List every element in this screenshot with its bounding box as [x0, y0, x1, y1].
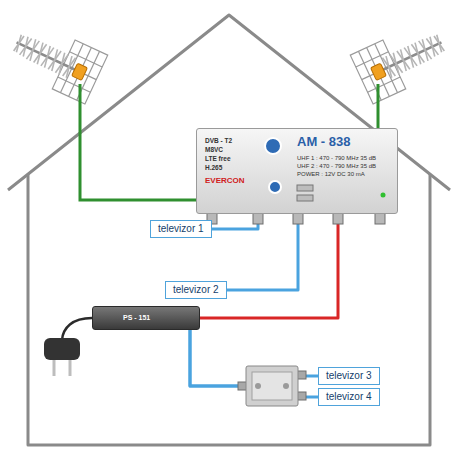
node-label: televizor 3: [326, 370, 372, 381]
power-cable: [62, 318, 92, 340]
tv-label: televizor 1: [150, 220, 212, 238]
power-plug: [44, 338, 80, 360]
device-label: UHF 2 : 470 - 790 MHz 35 dB: [297, 163, 376, 170]
device-label: EVERCON: [205, 177, 245, 186]
device-label: DVB - T2: [205, 137, 232, 144]
device-label: LTE free: [205, 155, 231, 162]
amplifier-box: DVB - T2 M8VC LTE freeH.265EVERCON AM - 838…: [196, 128, 398, 214]
house-outline: [8, 15, 450, 445]
plug-pin: [54, 360, 70, 376]
tv-label: televizor 4: [318, 388, 380, 406]
device-label: POWER : 12V DC 30 mA: [297, 171, 365, 178]
splitter: [238, 366, 306, 406]
f-connector: [207, 213, 385, 224]
device-label: M8VC: [205, 146, 223, 153]
power-supply: PS - 151: [92, 306, 200, 330]
switch: [297, 185, 313, 191]
node-label: televizor 2: [173, 284, 219, 295]
node-label: televizor 4: [326, 391, 372, 402]
tv-label: televizor 3: [318, 367, 380, 385]
coax-cable: [227, 214, 298, 290]
gain-knob: [269, 181, 281, 193]
tv-label: televizor 2: [165, 281, 227, 299]
antenna-right: [350, 18, 453, 104]
antenna-left: [5, 18, 108, 104]
device-label: H.265: [205, 164, 222, 171]
node-label: televizor 1: [158, 223, 204, 234]
node-label: PS - 151: [123, 314, 150, 321]
gain-knob: [265, 138, 281, 154]
device-label: AM - 838: [297, 135, 350, 149]
coax-cable: [212, 214, 258, 229]
device-label: UHF 1 : 470 - 790 MHz 35 dB: [297, 155, 376, 162]
power-led: [381, 193, 386, 198]
coax-cable: [200, 214, 338, 318]
switch: [297, 195, 313, 201]
